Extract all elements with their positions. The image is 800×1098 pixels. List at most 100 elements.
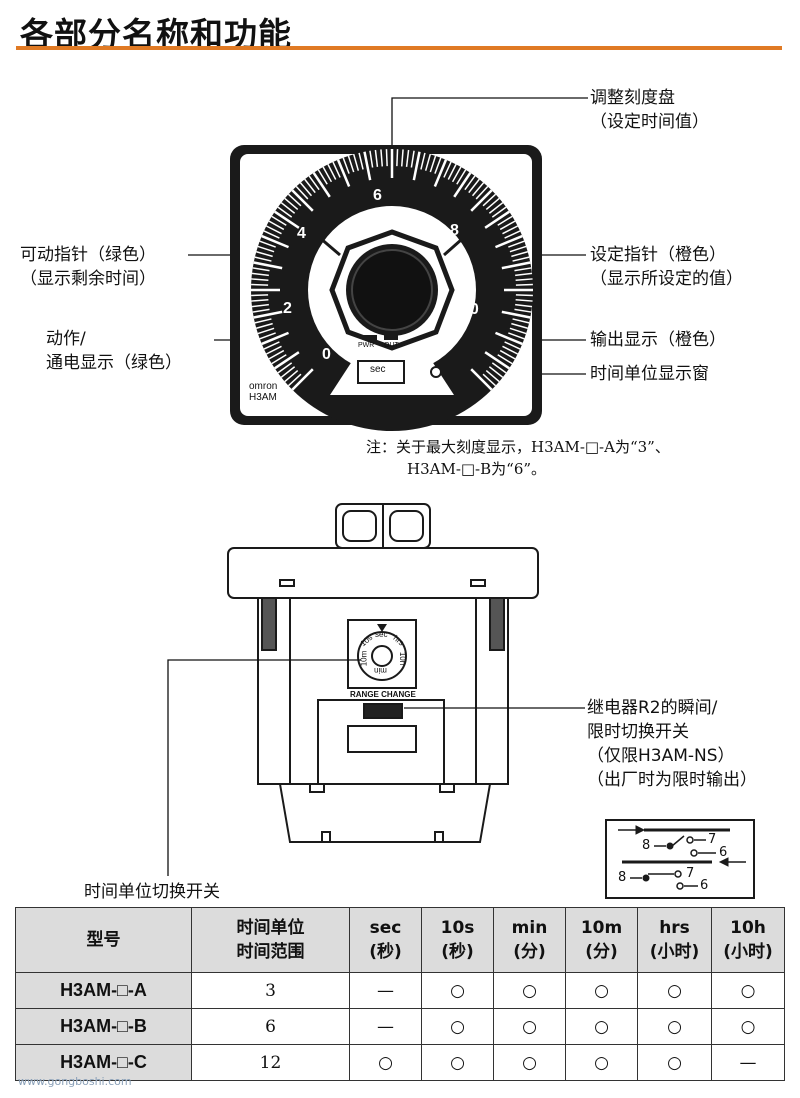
dial-tick	[488, 366, 504, 378]
dial-tick	[322, 166, 333, 183]
availability-cell: ○	[493, 1008, 566, 1045]
range-change-label: RANGE CHANGE	[350, 690, 416, 699]
dial-tick	[284, 369, 299, 383]
dial-label: 调整刻度盘	[590, 88, 675, 108]
circuit-bottom-8: 8	[618, 870, 627, 885]
selector-sec: sec	[375, 630, 388, 639]
dial-tick	[494, 234, 523, 249]
dial-label-sub: （设定时间值）	[590, 112, 709, 132]
column-header-line-1: 10m	[580, 918, 623, 938]
availability-cell: —	[711, 1044, 785, 1081]
relay-switch-label-3: （仅限H3AM-NS）	[587, 746, 735, 766]
column-header: 型号	[15, 907, 192, 973]
column-header-line-1: hrs	[659, 918, 690, 938]
dial-tick	[257, 245, 275, 253]
dial-tick	[253, 310, 283, 319]
dial-tick	[515, 283, 533, 286]
dial-tick	[405, 149, 410, 167]
dial-tick	[420, 152, 426, 170]
dial-tick	[274, 351, 300, 370]
dial-tick	[491, 362, 507, 374]
dial-tick	[336, 159, 351, 188]
watermark: www.gongboshi.com	[18, 1075, 132, 1088]
dial-tick	[256, 322, 273, 329]
dial-tick	[470, 368, 493, 391]
dial-tick	[491, 206, 507, 218]
dial-tick	[410, 150, 415, 168]
note-line-2: H3AM-□-B为“6”。	[407, 460, 547, 478]
column-header-line-1: 型号	[86, 930, 121, 950]
dial-tick	[504, 341, 521, 350]
relay-switch-label-1: 继电器R2的瞬间/	[587, 698, 718, 718]
dial-tick	[374, 149, 379, 167]
output-indicator-label: 输出显示（橙色）	[590, 330, 726, 350]
availability-cell: ○	[421, 972, 494, 1009]
dial-tick	[358, 152, 364, 170]
dial-tick	[484, 351, 510, 370]
dial-tick	[508, 332, 525, 340]
dial-tick	[299, 182, 313, 197]
column-header-line-2: (小时)	[723, 942, 773, 962]
dial-number-10: 10	[461, 301, 479, 318]
dial-tick	[268, 220, 285, 231]
dial-tick	[280, 202, 296, 214]
dial-tick	[295, 185, 309, 200]
dial-tick	[501, 261, 531, 270]
moving-pointer-label: 可动指针（绿色）	[20, 245, 156, 265]
availability-cell: ○	[637, 972, 712, 1009]
range-cell: 12	[191, 1044, 350, 1081]
dial-tick	[515, 303, 533, 308]
model-cell: H3AM-□-C	[15, 1044, 192, 1081]
dial-tick	[497, 354, 513, 365]
dial-tick	[271, 354, 287, 365]
dial-tick	[514, 267, 532, 272]
dial-tick	[515, 272, 533, 277]
selector-10m: 10m	[359, 650, 369, 667]
dial-tick	[412, 151, 421, 181]
dial-tick	[251, 283, 269, 286]
moving-pointer-sub: （显示剩余时间）	[20, 269, 156, 289]
dial-tick	[509, 245, 527, 253]
column-header-line-1: 时间单位	[236, 918, 305, 938]
dial-tick	[511, 322, 528, 329]
set-pointer-sub: （显示所设定的值）	[590, 269, 743, 289]
dial-tick	[499, 220, 516, 231]
dial-tick	[252, 308, 270, 313]
column-header: 10m(分)	[565, 907, 638, 973]
dial-tick	[485, 197, 500, 211]
column-header-line-1: 10h	[730, 918, 766, 938]
range-cell: 3	[191, 972, 350, 1009]
dial-tick	[380, 149, 384, 167]
dial-tick	[456, 169, 467, 185]
dial-tick	[509, 327, 527, 335]
availability-cell: ○	[421, 1044, 494, 1081]
brand-logo: omron	[249, 381, 278, 392]
dial-number-6: 6	[373, 187, 382, 204]
dial-tick	[424, 154, 431, 171]
dial-tick	[251, 278, 269, 282]
dial-tick	[396, 149, 399, 167]
availability-cell: —	[349, 972, 422, 1009]
circuit-bottom-7: 7	[686, 866, 695, 881]
range-cell: 6	[191, 1008, 350, 1045]
dial-tick	[268, 349, 285, 360]
dial-tick-marks	[251, 149, 533, 391]
availability-cell: ○	[565, 972, 638, 1009]
unit-window	[357, 360, 405, 384]
selector-10h: 10h	[398, 651, 408, 666]
dial-tick	[433, 159, 448, 188]
column-header: 10s(秒)	[421, 907, 494, 973]
dial-tick	[291, 368, 314, 391]
dial-tick	[254, 256, 272, 262]
dial-tick	[447, 164, 457, 180]
availability-cell: ○	[711, 1008, 785, 1045]
dial-tick	[515, 278, 533, 282]
dial-tick	[515, 294, 533, 297]
dial-tick	[332, 161, 341, 178]
